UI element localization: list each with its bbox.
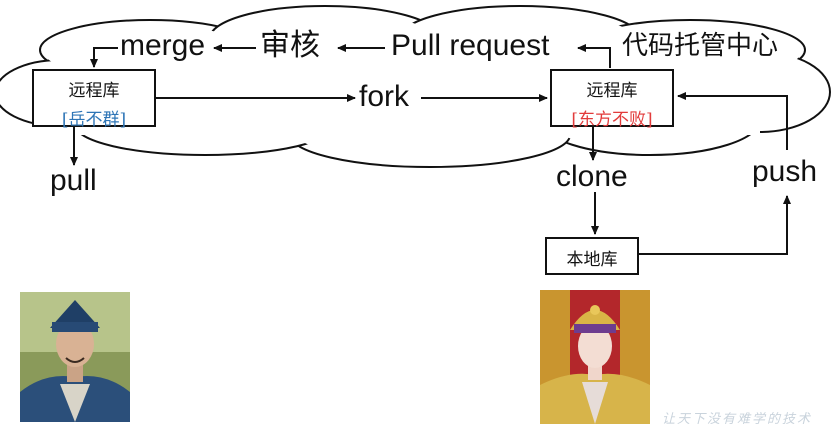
pull-label: pull <box>50 164 97 197</box>
left-repo-title: 远程库 <box>68 81 120 101</box>
code-hosting-center-label: 代码托管中心 <box>622 31 779 61</box>
watermark: 让天下没有难学的技术 <box>662 412 813 427</box>
fork-label: fork <box>359 80 410 113</box>
clone-label: clone <box>556 160 628 193</box>
push-label: push <box>752 155 818 188</box>
arrows <box>70 44 791 255</box>
portrait-dongfang-bubai <box>540 290 650 424</box>
pull-request-label: Pull request <box>391 29 550 62</box>
right-repo-owner: [东方不败] <box>571 110 653 130</box>
left-repo-owner: [岳不群] <box>61 110 127 130</box>
portrait-yue-buqun <box>20 292 130 422</box>
merge-label: merge <box>120 29 206 62</box>
local-repo-label: 本地库 <box>566 250 618 270</box>
right-repo-title: 远程库 <box>586 81 638 101</box>
review-label: 审核 <box>260 28 320 63</box>
left-remote-repo-box: 远程库 [岳不群] <box>32 69 156 130</box>
local-repo-box: 本地库 <box>545 237 639 275</box>
right-remote-repo-box: 远程库 [东方不败] <box>550 69 674 130</box>
